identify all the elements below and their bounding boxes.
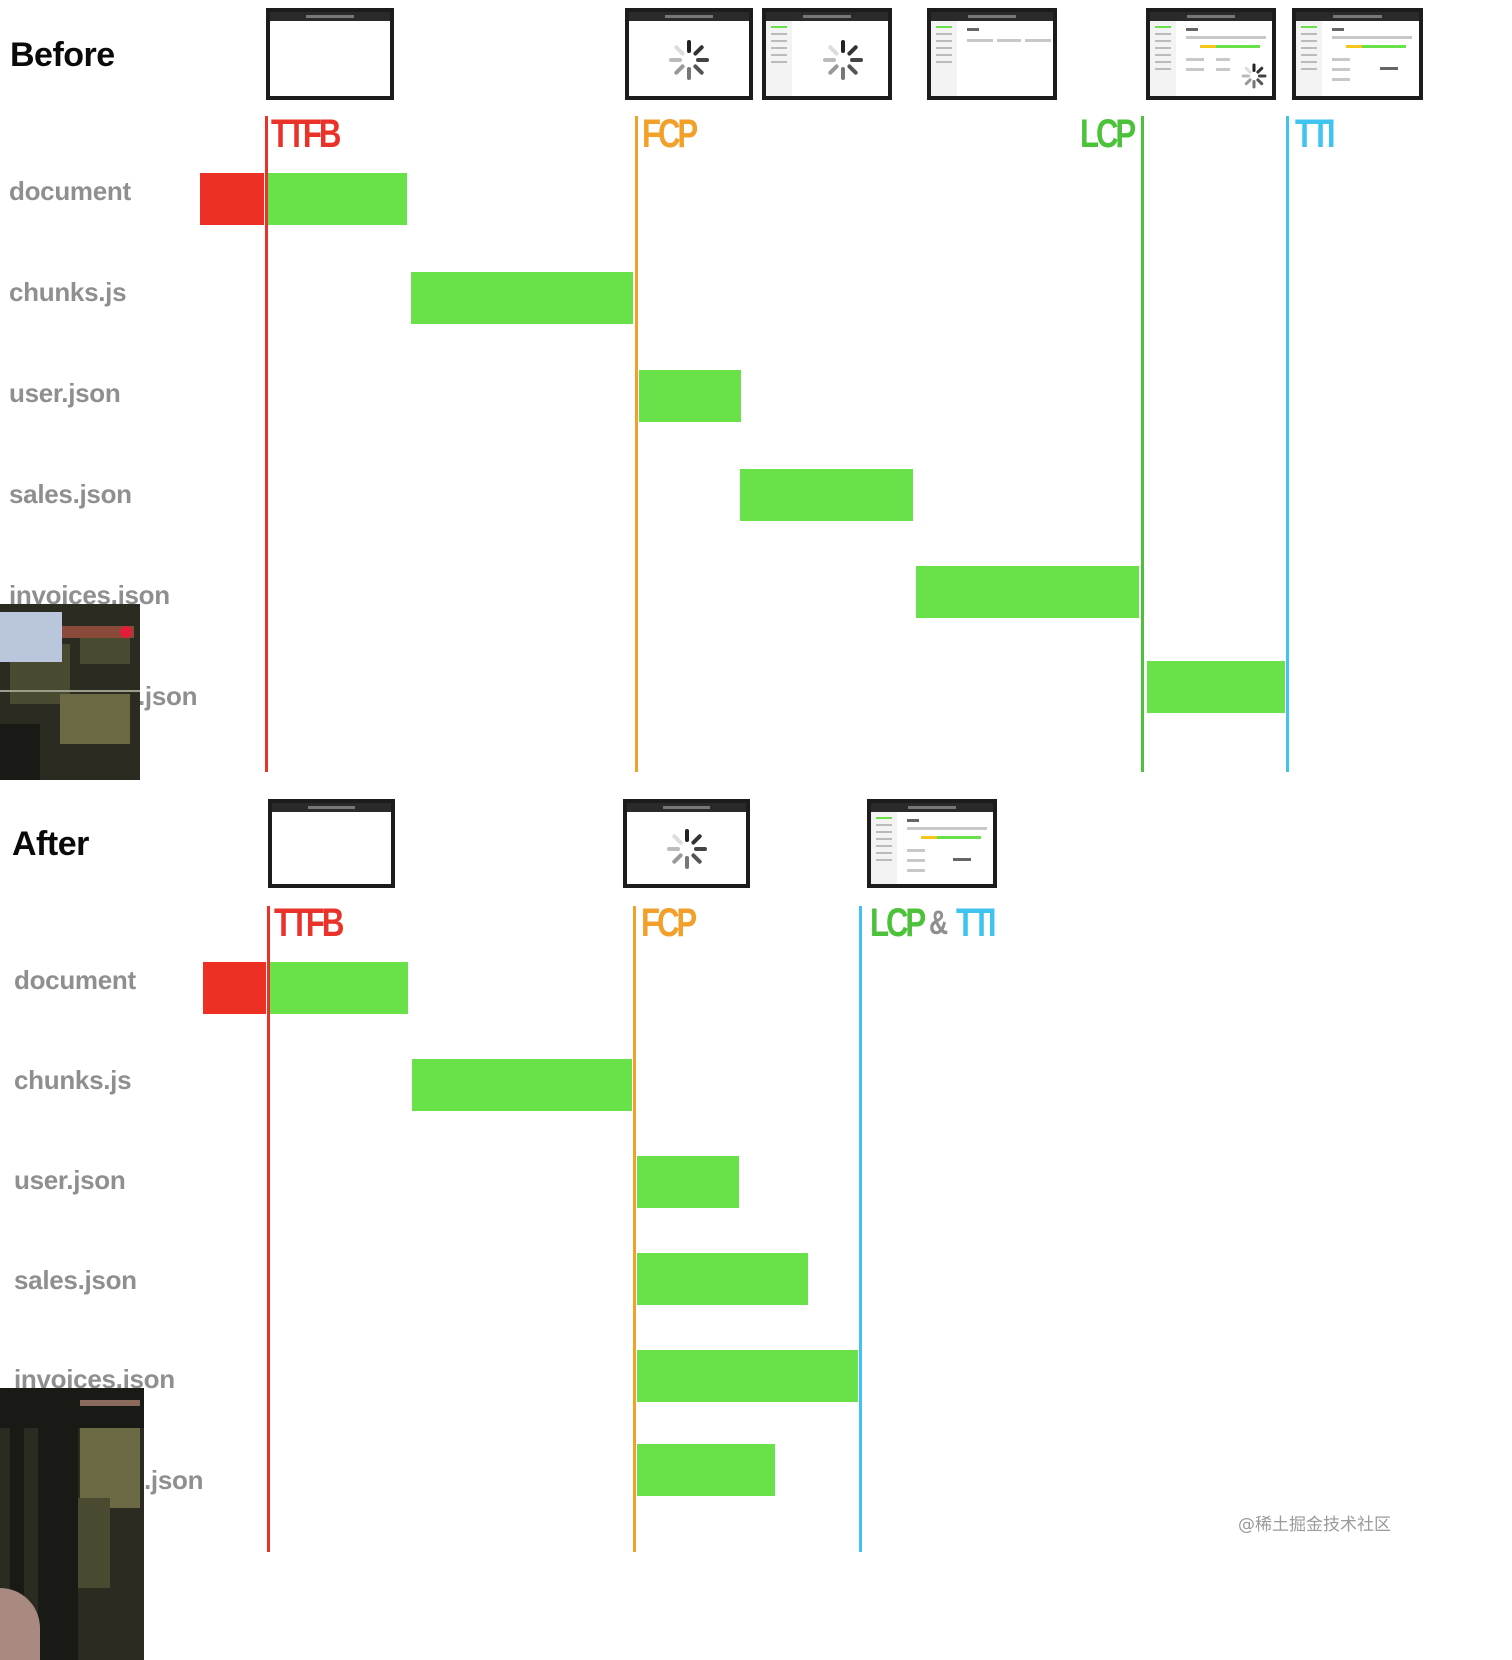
after-frame-complete [867,799,997,888]
before-bar-sales [740,469,913,521]
before-bar-document-wait [200,173,264,225]
spinner-icon [823,40,863,80]
before-title: Before [10,36,115,74]
after-bar-last [637,1444,775,1496]
before-tti-label: TTI [1295,112,1336,156]
before-frame-blank [266,8,394,100]
before-frame-partial [1146,8,1276,100]
spinner-icon [1241,63,1267,89]
after-ttfb-line [267,906,270,1552]
after-frame-spinner [623,799,750,888]
after-bar-chunks [412,1059,632,1111]
after-bar-document-wait [203,962,266,1014]
before-label-sales: sales.json [9,479,132,509]
before-lcp-line [1141,116,1144,772]
after-label-document: document [14,965,136,995]
after-fcp-label: FCP [641,901,697,945]
before-video-overlay [0,604,140,780]
before-bar-chunks [411,272,633,324]
after-label-user: user.json [14,1165,126,1195]
before-bar-invoices [916,566,1139,618]
after-label-chunks: chunks.js [14,1065,132,1095]
before-frame-shell [927,8,1057,100]
before-fcp-label: FCP [642,112,698,156]
after-amp-label: & [929,904,948,942]
spinner-icon [667,829,707,869]
before-frame-complete [1292,8,1423,100]
after-bar-user [637,1156,739,1208]
before-lcp-label: LCP [1080,112,1136,156]
before-label-user: user.json [9,378,121,408]
before-frame-shell-spinner [762,8,892,100]
after-tti-label: TTI [956,901,997,945]
after-fcp-line [633,906,636,1552]
watermark: @稀土掘金技术社区 [1238,1515,1391,1535]
before-label-document: document [9,176,131,206]
after-frame-blank [268,799,395,888]
after-bar-document [270,962,408,1014]
before-label-last: .json [138,681,198,711]
before-ttfb-line [265,116,268,772]
before-bar-user [639,370,741,422]
after-title: After [12,825,89,863]
after-bar-invoices [637,1350,858,1402]
after-label-last: .json [144,1465,204,1495]
after-video-overlay [0,1388,144,1660]
after-bar-sales [637,1253,808,1305]
before-bar-last [1147,661,1285,713]
before-bar-document [268,173,407,225]
after-lcp-label: LCP [870,901,926,945]
before-fcp-line [635,116,638,772]
before-frame-spinner [625,8,753,100]
after-lcp-tti-line [859,906,862,1552]
before-ttfb-label: TTFB [271,112,341,156]
after-label-sales: sales.json [14,1265,137,1295]
before-label-chunks: chunks.js [9,277,127,307]
spinner-icon [669,40,709,80]
after-ttfb-label: TTFB [274,901,344,945]
before-tti-line [1286,116,1289,772]
